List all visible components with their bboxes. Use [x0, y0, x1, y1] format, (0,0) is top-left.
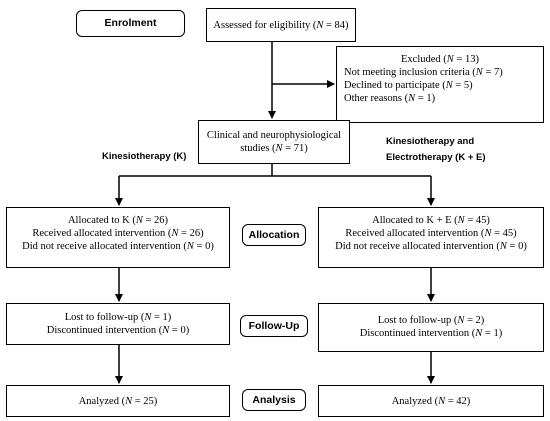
phase-followup: Follow-Up	[240, 315, 308, 337]
group-label-right-line1: Kinesiotherapy and	[386, 136, 475, 147]
allocation-right-line: Did not receive allocated intervention (…	[335, 241, 527, 252]
phase-allocation-label: Allocation	[248, 228, 300, 241]
excluded-title: Excluded (N = 13)	[401, 54, 479, 65]
followup-right-box: Lost to follow-up (N = 2) Discontinued i…	[318, 303, 544, 352]
analysis-left-box: Analyzed (N = 25)	[6, 385, 230, 417]
phase-followup-label: Follow-Up	[248, 319, 300, 332]
followup-left-line: Lost to follow-up (N = 1)	[64, 312, 172, 323]
clinical-line2: studies (N = 71)	[240, 143, 308, 154]
clinical-line1: Clinical and neurophysiological	[206, 130, 342, 141]
allocation-left-line: Received allocated intervention (N = 26)	[32, 228, 204, 239]
group-label-right-line2: Electrotherapy (K + E)	[386, 152, 486, 163]
eligibility-n: N	[316, 20, 324, 31]
eligibility-box: Assessed for eligibility (N = 84)	[206, 8, 356, 42]
allocation-left-line: Did not receive allocated intervention (…	[22, 241, 214, 252]
group-label-left: Kinesiotherapy (K)	[102, 151, 187, 162]
phase-analysis: Analysis	[242, 389, 306, 411]
allocation-right-line: Allocated to K + E (N = 45)	[372, 215, 490, 226]
phase-enrolment-label: Enrolment	[104, 17, 157, 29]
phase-analysis-label: Analysis	[252, 393, 296, 406]
analysis-right-box: Analyzed (N = 42)	[318, 385, 544, 417]
phase-enrolment: Enrolment	[76, 10, 185, 37]
allocation-left-box: Allocated to K (N = 26) Received allocat…	[6, 207, 230, 268]
excluded-item: Declined to participate (N = 5)	[344, 80, 473, 91]
analysis-left-label: Analyzed (	[78, 396, 126, 407]
followup-right-line: Lost to follow-up (N = 2)	[377, 315, 485, 326]
allocation-right-line: Received allocated intervention (N = 45)	[345, 228, 517, 239]
clinical-studies-box: Clinical and neurophysiological studies …	[198, 120, 350, 164]
analysis-left-value: = 25)	[132, 396, 158, 407]
followup-left-line: Discontinued intervention (N = 0)	[46, 325, 190, 336]
phase-allocation: Allocation	[242, 224, 306, 246]
followup-left-box: Lost to follow-up (N = 1) Discontinued i…	[6, 303, 230, 345]
analysis-right-value: = 42)	[445, 396, 471, 407]
allocation-left-line: Allocated to K (N = 26)	[67, 215, 169, 226]
excluded-item: Other reasons (N = 1)	[344, 93, 436, 104]
followup-right-line: Discontinued intervention (N = 1)	[359, 328, 503, 339]
excluded-item: Not meeting inclusion criteria (N = 7)	[344, 67, 503, 78]
analysis-right-label: Analyzed (	[391, 396, 439, 407]
eligibility-value: = 84)	[323, 20, 349, 31]
eligibility-label: Assessed for eligibility (	[213, 20, 317, 31]
allocation-right-box: Allocated to K + E (N = 45) Received all…	[318, 207, 544, 268]
excluded-box: Excluded (N = 13) Not meeting inclusion …	[336, 46, 544, 123]
